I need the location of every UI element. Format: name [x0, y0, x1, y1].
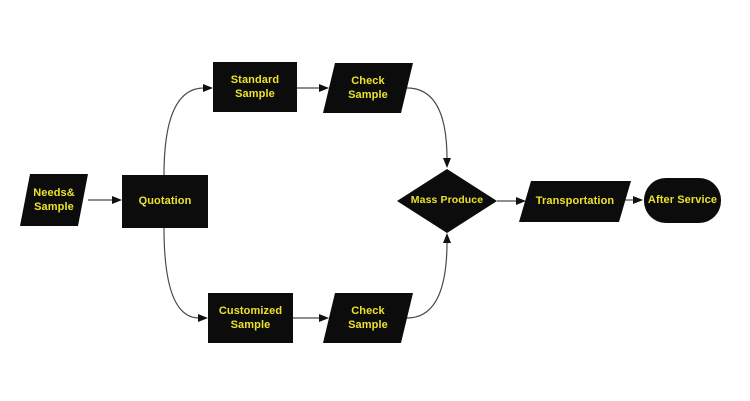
- edge-check-sample-bottom-mass-produce: [406, 233, 451, 319]
- node-label: Quotation: [138, 195, 192, 208]
- node-quotation: Quotation: [122, 175, 208, 228]
- stadium-shape: [644, 178, 721, 223]
- parallelogram-shape: [519, 181, 631, 222]
- parallelogram-shape: [323, 63, 413, 113]
- node-label: Check Sample: [348, 304, 388, 331]
- node-mass-produce: Mass Produce: [397, 169, 497, 233]
- rectangle-shape: [208, 293, 293, 343]
- node-check-sample-top: Check Sample: [323, 63, 413, 113]
- node-label: Needs& Sample: [33, 186, 75, 213]
- node-label: Check Sample: [348, 74, 388, 101]
- parallelogram-shape: [323, 293, 413, 343]
- rectangle-shape: [213, 62, 297, 112]
- edge-quotation-standard-sample: [163, 84, 213, 176]
- node-check-sample-bottom: Check Sample: [323, 293, 413, 343]
- node-customized-sample: Customized Sample: [208, 293, 293, 343]
- node-label: Standard Sample: [230, 73, 280, 100]
- node-label: Customized Sample: [218, 304, 283, 331]
- edge-check-sample-top-mass-produce: [406, 87, 451, 168]
- node-after-service: After Service: [644, 178, 721, 223]
- edge-quotation-customized-sample: [163, 227, 208, 322]
- node-label: After Service: [647, 194, 718, 207]
- rectangle-shape: [122, 175, 208, 228]
- parallelogram-shape: [20, 174, 88, 226]
- node-standard-sample: Standard Sample: [213, 62, 297, 112]
- node-needs-sample: Needs& Sample: [20, 174, 88, 226]
- node-label: Mass Produce: [410, 194, 484, 207]
- node-transportation: Transportation: [519, 181, 631, 222]
- node-label: Transportation: [535, 195, 615, 208]
